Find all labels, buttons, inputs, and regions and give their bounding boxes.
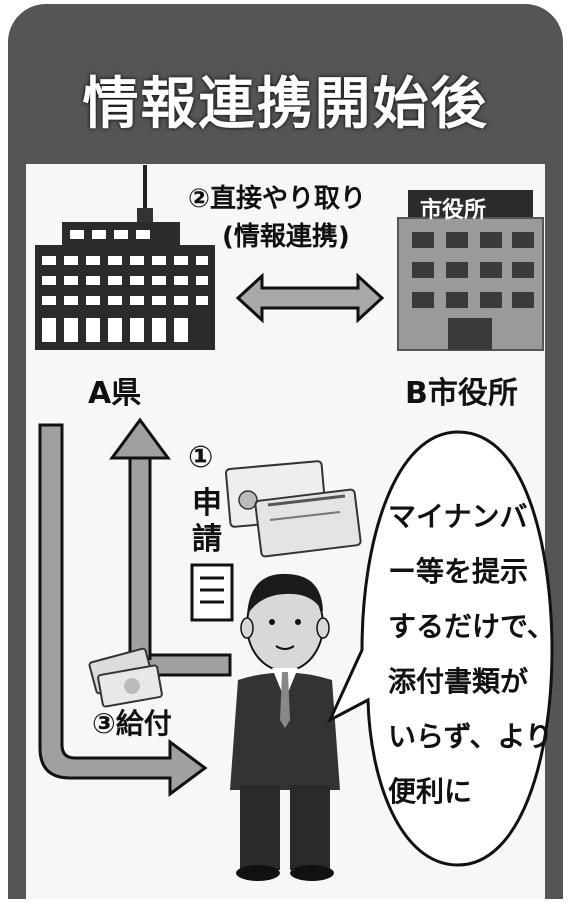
bubble-line-3: するだけで、 (388, 610, 555, 643)
step2-sublabel: (情報連携) (222, 222, 350, 252)
speech-bubble (326, 430, 554, 867)
bubble-line-1: マイナンバ (388, 500, 528, 533)
benefit-arrow-icon (38, 423, 208, 797)
prefecture-label: A県 (88, 376, 142, 411)
businessman-icon (230, 573, 340, 881)
city-hall-label: B市役所 (405, 376, 518, 411)
prefecture-building-icon (35, 165, 215, 350)
city-hall-sign: 市役所 (420, 198, 487, 223)
money-icon (88, 647, 163, 708)
step3-label: ③給付 (92, 707, 172, 740)
bubble-line-2: ー等を提示 (388, 555, 529, 588)
bubble-line-6: 便利に (388, 775, 473, 808)
step1-char-1: 申 (192, 486, 222, 521)
step2-label: ②直接やり取り (188, 184, 367, 214)
exchange-double-arrow-icon (235, 272, 385, 324)
mynumber-card-icon (224, 460, 362, 558)
diagram-title: 情報連携開始後 (82, 72, 489, 137)
step1-char-2: 請 (192, 522, 222, 557)
bubble-line-5: いらず、より (388, 720, 553, 753)
bubble-line-4: 添付書類が (388, 665, 529, 698)
city-hall-building-icon (397, 190, 544, 351)
step1-number: ① (188, 440, 214, 475)
document-icon (190, 563, 234, 622)
